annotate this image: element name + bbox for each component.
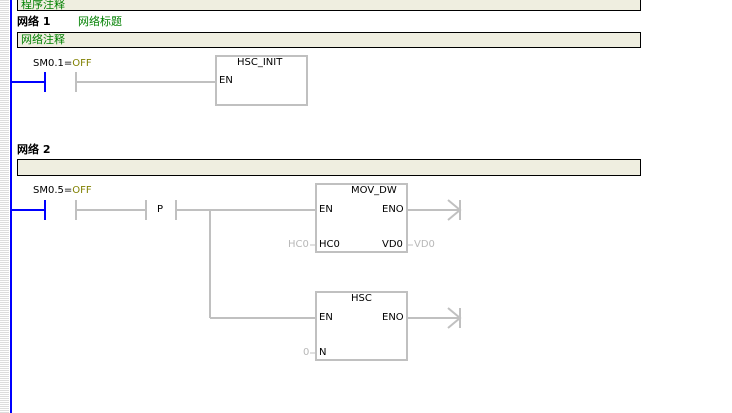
box-input-en: EN <box>319 204 333 215</box>
mov-dw-box <box>315 183 408 253</box>
box-output-eno: ENO <box>382 204 404 215</box>
network-2-comment[interactable] <box>17 159 641 176</box>
program-comment[interactable]: 程序注释 <box>17 0 641 11</box>
power-rail <box>10 0 12 413</box>
box-output-out: VD0 <box>382 239 403 250</box>
box-input-en: EN <box>319 312 333 323</box>
network-1-title[interactable]: 网络标题 <box>78 15 122 28</box>
contact-address: SM0.1=OFF <box>33 58 92 69</box>
left-gutter <box>0 0 9 413</box>
positive-edge: P <box>157 204 164 215</box>
network-2-label: 网络 2 <box>17 143 51 156</box>
output-value[interactable]: VD0 <box>414 239 435 250</box>
box-output-eno: ENO <box>382 312 404 323</box>
box-title: MOV_DW <box>351 185 397 196</box>
box-input-in: HC0 <box>319 239 340 250</box>
network-1-label: 网络 1 <box>17 15 51 28</box>
hsc-box <box>315 291 408 361</box>
input-value[interactable]: 0 <box>303 347 310 358</box>
box-title: HSC_INIT <box>237 57 283 68</box>
network-1-comment[interactable]: 网络注释 <box>17 32 641 48</box>
contact-address: SM0.5=OFF <box>33 185 92 196</box>
input-value[interactable]: HC0 <box>288 239 309 250</box>
box-title: HSC <box>351 293 372 304</box>
box-input-en: EN <box>219 75 233 86</box>
hsc-init-box <box>215 55 308 106</box>
box-input-n: N <box>319 347 327 358</box>
